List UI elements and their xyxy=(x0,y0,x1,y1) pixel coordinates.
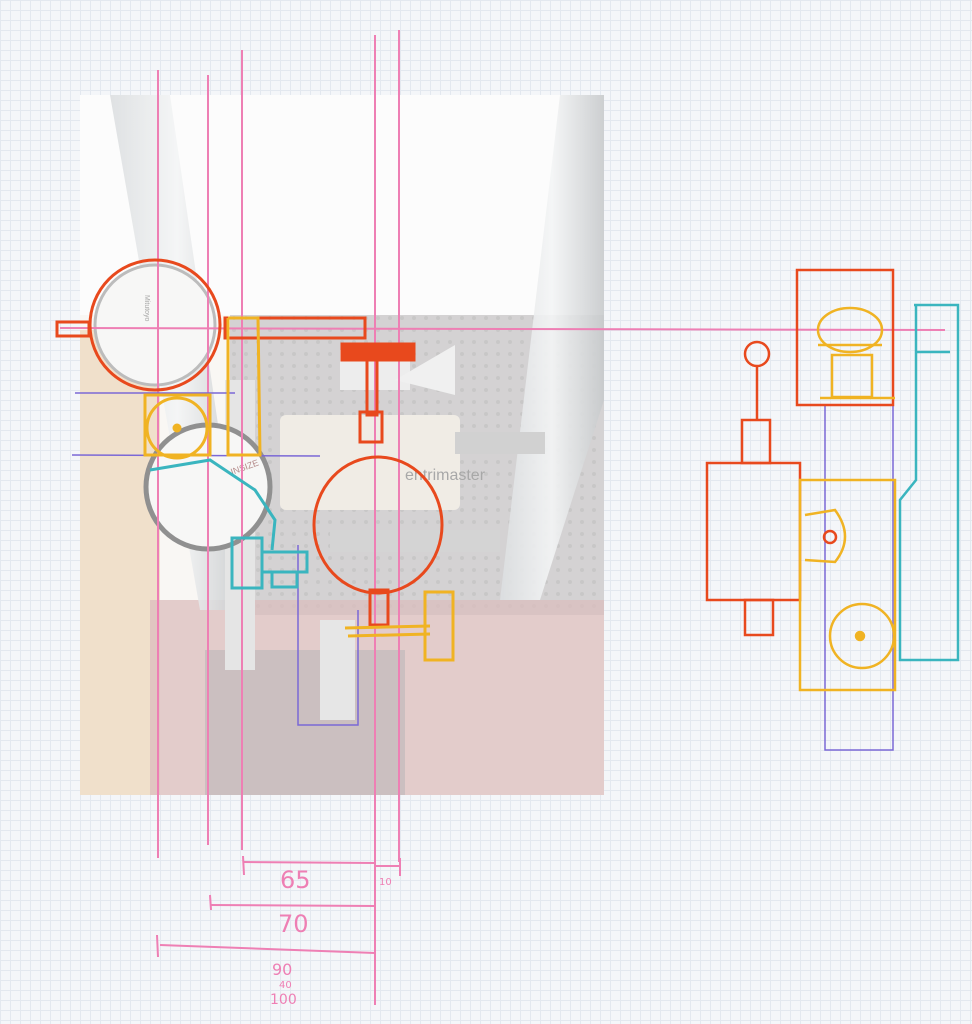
dimension-label-90-alt: 40 xyxy=(279,980,292,991)
yellow-sketch-photo xyxy=(143,316,455,662)
schematic-cyan xyxy=(898,303,960,662)
dimension-label-90: 90 xyxy=(272,960,293,979)
orange-sketch-photo xyxy=(55,258,444,627)
dimension-label-65: 65 xyxy=(280,866,311,894)
dimension-label-70: 70 xyxy=(278,910,309,938)
dimension-label-10: 10 xyxy=(379,877,392,888)
cyan-sketch-photo xyxy=(149,458,309,590)
schematic-yellow xyxy=(798,306,897,692)
dimension-label-100: 100 xyxy=(270,992,297,1008)
dial-top-brand-text: Mitutoyo xyxy=(143,295,150,322)
